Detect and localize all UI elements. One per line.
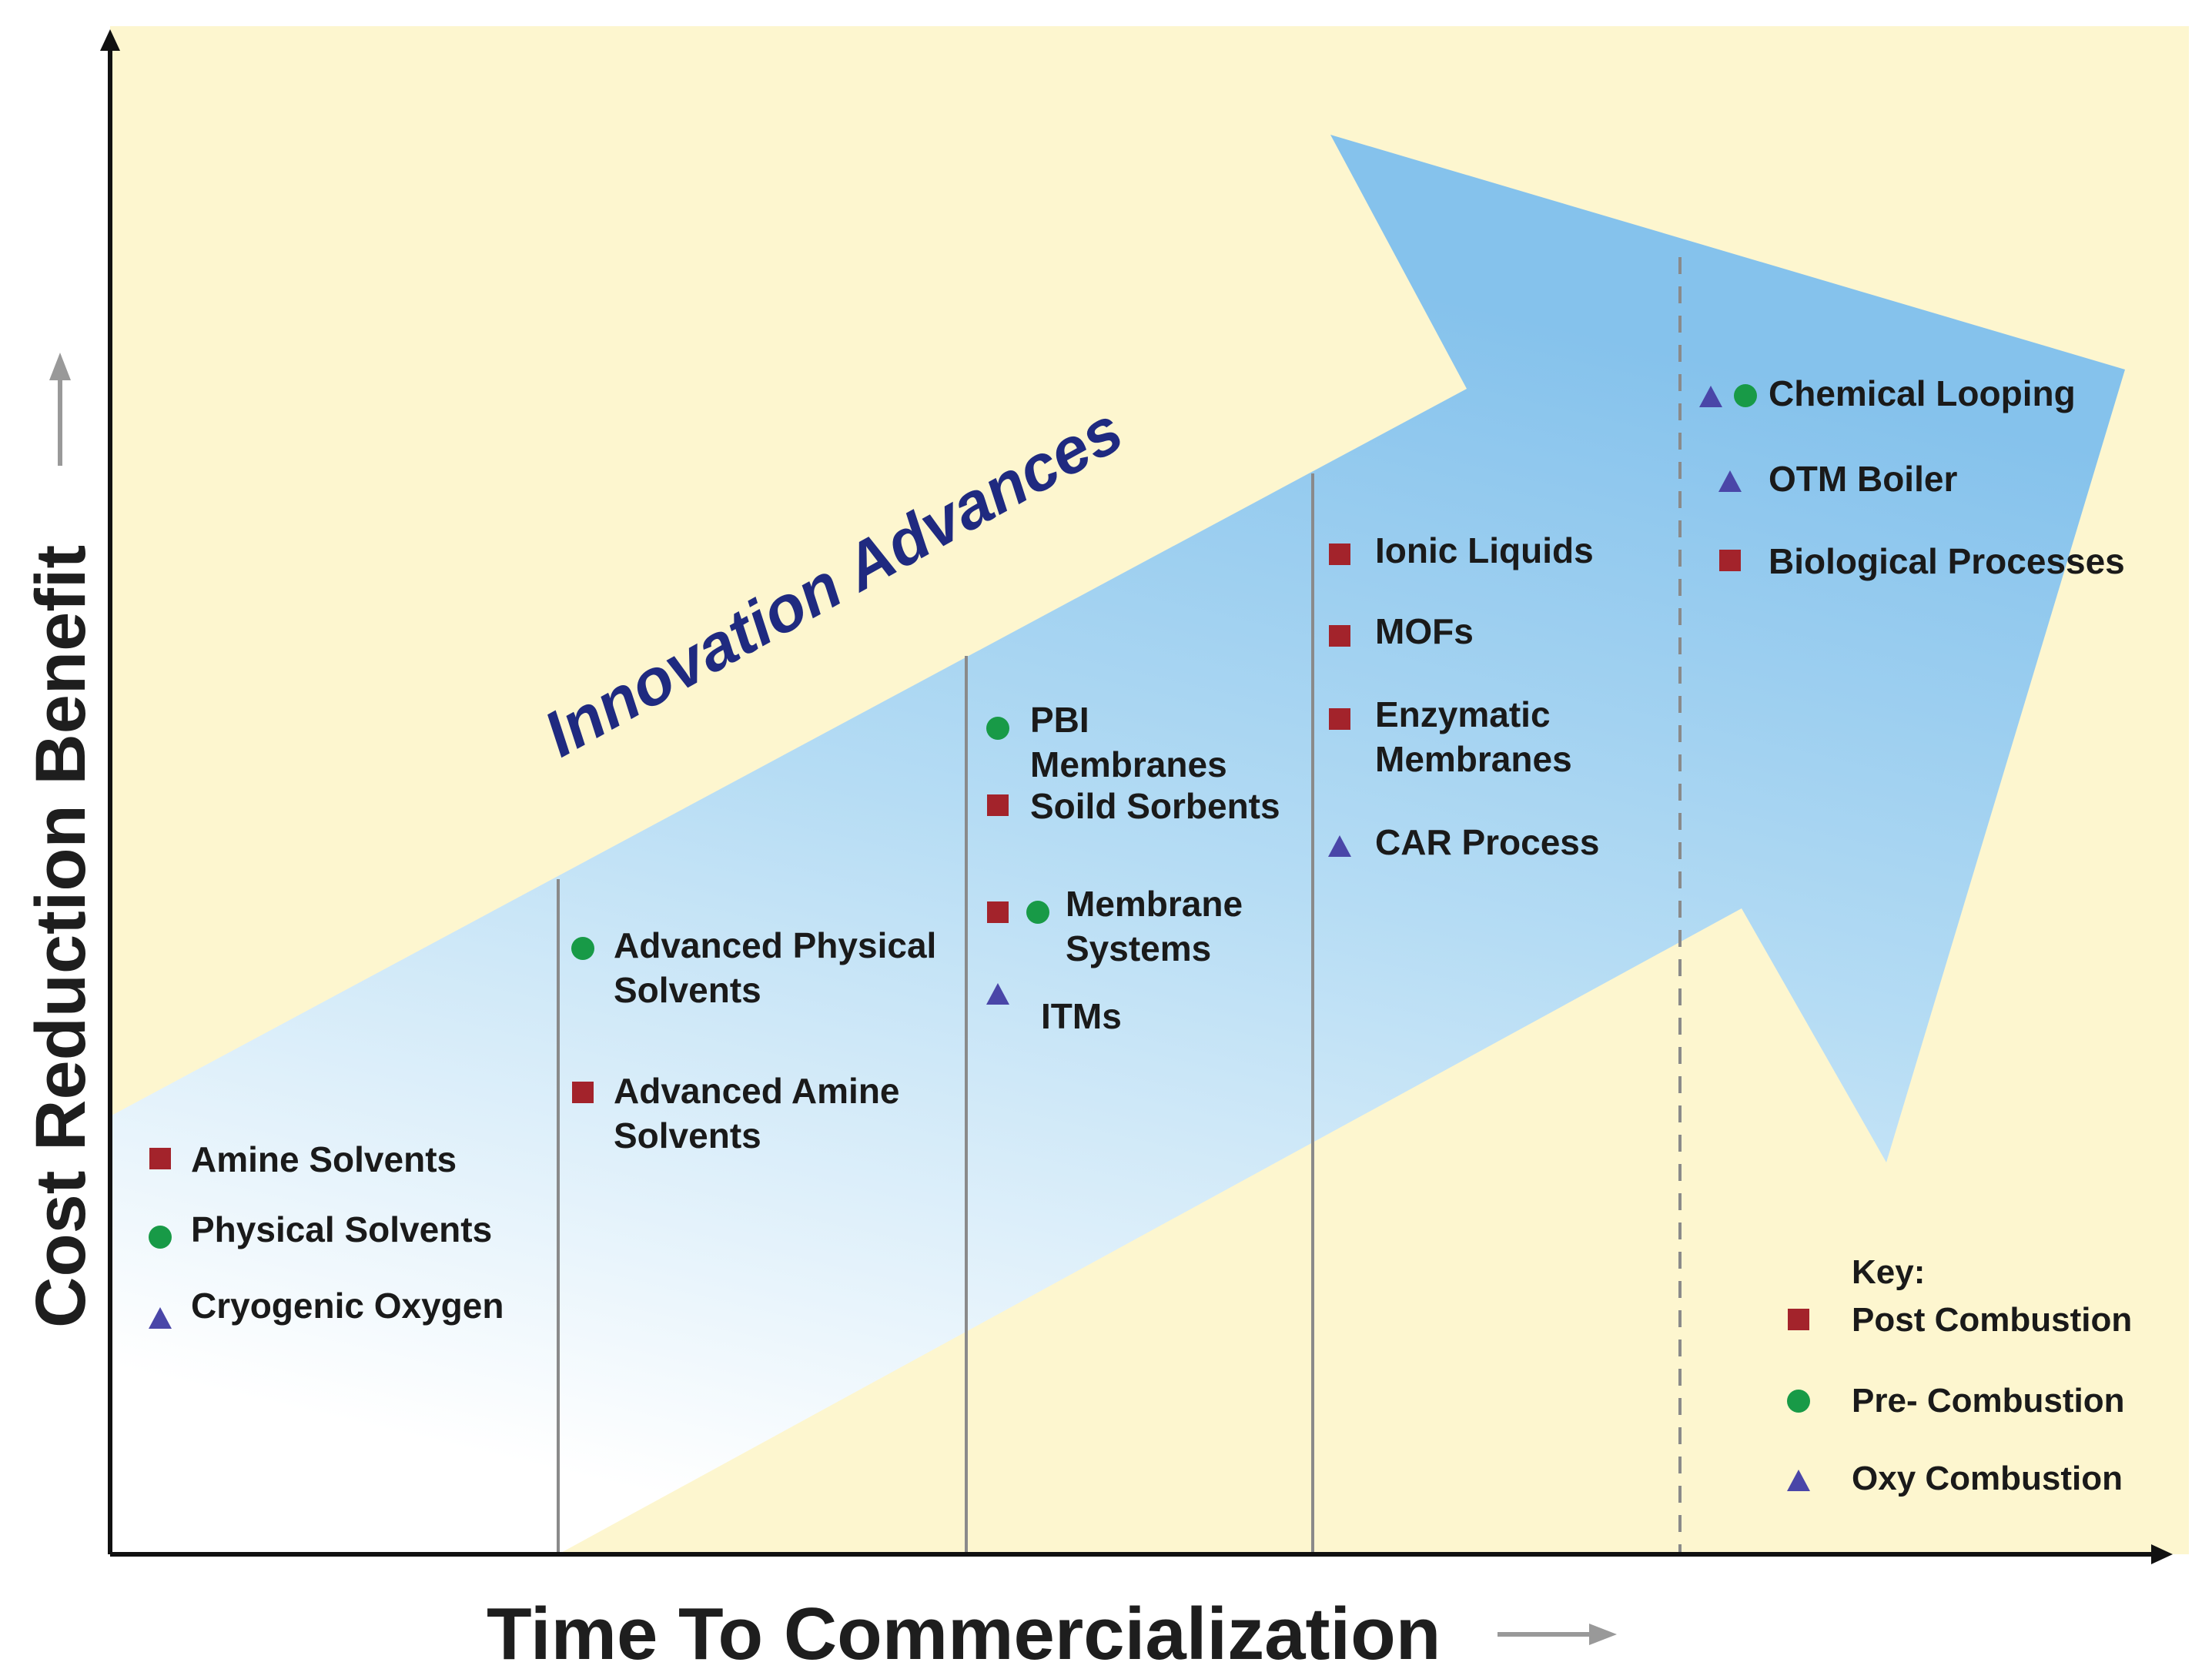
legend-item-post: Post Combustion [1852,1301,2132,1339]
post-combustion-square-icon [1719,550,1741,571]
legend-oxy-combustion-triangle-icon [1787,1470,1810,1491]
legend-pre-combustion-circle-icon [1787,1390,1810,1413]
post-combustion-square-icon [149,1148,171,1169]
legend-post-combustion-square-icon [1788,1309,1809,1330]
column-1: Amine Solvents Physical Solvents Cryogen… [191,1139,504,1326]
post-combustion-square-icon [987,794,1009,816]
item-label: OTM Boiler [1769,459,1957,499]
post-combustion-square-icon [987,901,1009,923]
pre-combustion-circle-icon [149,1226,172,1249]
y-axis-label: Cost Reduction Benefit [22,545,100,1328]
post-combustion-square-icon [1329,708,1350,730]
legend-item-oxy: Oxy Combustion [1852,1460,2123,1497]
oxy-combustion-triangle-icon [986,983,1009,1005]
item-label: CAR Process [1375,822,1599,862]
item-label: ITMs [1041,996,1122,1036]
pre-combustion-circle-icon [1734,384,1757,407]
y-label-arrow-head [49,353,71,380]
post-combustion-square-icon [1329,544,1350,565]
column-5: Chemical Looping OTM Boiler Biological P… [1769,373,2125,581]
x-axis-label: Time To Commercialization [487,1593,1441,1675]
x-axis-arrowhead [2151,1544,2173,1564]
legend-title: Key: [1852,1253,1925,1291]
item-label: Ionic Liquids [1375,530,1594,570]
item-label: Soild Sorbents [1030,786,1280,826]
item-label: Physical Solvents [191,1209,492,1249]
item-label: MOFs [1375,611,1474,651]
legend-item-pre: Pre- Combustion [1852,1382,2124,1420]
pre-combustion-circle-icon [571,937,594,960]
innovation-arrow [110,135,2125,1554]
item-label: Chemical Looping [1769,373,2076,413]
markers-layer [149,384,1810,1491]
oxy-combustion-triangle-icon [1328,835,1351,857]
oxy-combustion-triangle-icon [149,1307,172,1329]
oxy-combustion-triangle-icon [1718,470,1742,492]
legend: Key: Post Combustion Pre- Combustion Oxy… [1852,1253,2132,1497]
post-combustion-square-icon [572,1082,594,1103]
item-label: Cryogenic Oxygen [191,1286,504,1326]
y-axis-arrowhead [100,29,120,51]
post-combustion-square-icon [1329,625,1350,647]
oxy-combustion-triangle-icon [1699,386,1722,407]
pre-combustion-circle-icon [986,717,1009,740]
pre-combustion-circle-icon [1026,901,1049,924]
x-label-arrow-head [1589,1624,1617,1645]
item-label: Amine Solvents [191,1139,457,1179]
item-label: Biological Processes [1769,541,2125,581]
